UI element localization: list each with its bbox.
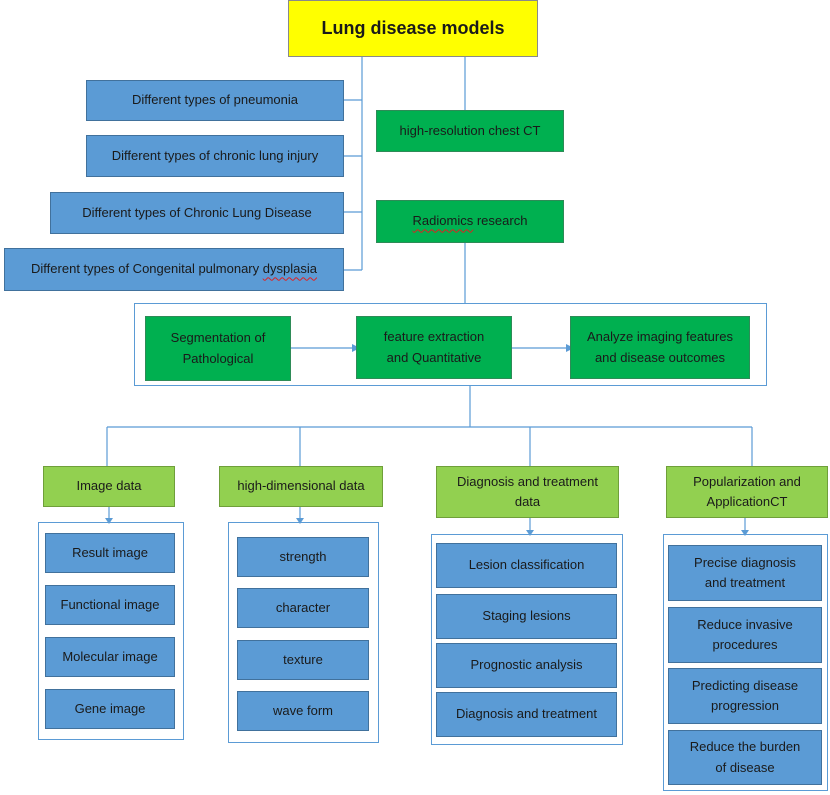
category-label: data: [514, 494, 541, 509]
item-label: Gene image: [74, 700, 146, 716]
process-line: Analyze imaging features: [587, 329, 733, 345]
item-predicting-progression: Predicting disease progression: [668, 668, 822, 724]
category-popularization: Popularization and ApplicationCT: [666, 466, 828, 518]
item-strength: strength: [237, 537, 369, 577]
process-line: and disease outcomes: [594, 349, 726, 365]
item-prognostic-analysis: Prognostic analysis: [436, 643, 617, 688]
process-step-segmentation: Segmentation of Pathological: [145, 316, 291, 381]
item-wave-form: wave form: [237, 691, 369, 731]
type-label: Different types of pneumonia: [132, 92, 298, 108]
type-box-pneumonia: Different types of pneumonia: [86, 80, 344, 121]
items-frame-popularization: [663, 534, 828, 791]
item-label: character: [275, 599, 331, 615]
category-image-data: Image data: [43, 466, 175, 507]
item-label: texture: [283, 651, 323, 667]
category-label: Popularization and: [693, 473, 801, 489]
item-molecular-image: Molecular image: [45, 637, 175, 677]
type-box-chronic-lung-injury: Different types of chronic lung injury: [86, 135, 344, 177]
item-functional-image: Functional image: [45, 585, 175, 625]
process-line: and Quantitative: [386, 349, 482, 365]
type-box-chronic-lung-disease: Different types of Chronic Lung Disease: [50, 192, 344, 234]
items-frame-high-dimensional: [228, 522, 379, 743]
item-label: Functional image: [60, 596, 160, 612]
process-line: feature extraction: [383, 329, 485, 345]
step-label: Radiomics research: [412, 213, 528, 229]
category-label: ApplicationCT: [706, 494, 788, 509]
item-staging-lesions: Staging lesions: [436, 594, 617, 639]
item-reduce-invasive: Reduce invasive procedures: [668, 607, 822, 663]
category-high-dimensional-data: high-dimensional data: [219, 466, 383, 507]
item-character: character: [237, 588, 369, 628]
item-label: Diagnosis and treatment: [456, 706, 597, 722]
step-box-chest-ct: high-resolution chest CT: [376, 110, 564, 152]
item-lesion-classification: Lesion classification: [436, 543, 617, 588]
item-label: wave form: [273, 702, 333, 718]
step-label: high-resolution chest CT: [399, 122, 541, 138]
item-precise-diagnosis: Precise diagnosis and treatment: [668, 545, 822, 601]
item-label: Lesion classification: [468, 557, 585, 573]
type-label: Different types of chronic lung injury: [111, 147, 319, 163]
type-box-congenital-dysplasia: Different types of Congenital pulmonary …: [4, 248, 344, 291]
process-step-extraction: feature extraction and Quantitative: [356, 316, 512, 379]
item-result-image: Result image: [45, 533, 175, 573]
item-label: Staging lesions: [482, 608, 571, 624]
process-step-analysis: Analyze imaging features and disease out…: [570, 316, 750, 379]
process-frame: [134, 303, 767, 386]
item-label: Result image: [72, 544, 148, 560]
item-reduce-burden: Reduce the burden of disease: [668, 730, 822, 785]
item-label: strength: [279, 548, 327, 564]
item-line: Reduce invasive: [697, 616, 793, 632]
type-label: Different types of Chronic Lung Disease: [82, 204, 312, 220]
item-line: Reduce the burden: [689, 739, 801, 755]
category-label: high-dimensional data: [237, 478, 365, 494]
item-diagnosis-and-treatment: Diagnosis and treatment: [436, 692, 617, 737]
item-label: Prognostic analysis: [470, 657, 583, 673]
category-diagnosis-treatment-data: Diagnosis and treatment data: [436, 466, 619, 518]
item-line: of disease: [715, 759, 775, 775]
process-line: Segmentation of: [170, 330, 266, 346]
category-label: Image data: [76, 478, 142, 494]
item-line: progression: [711, 698, 779, 713]
item-label: Molecular image: [62, 648, 158, 664]
diagram-title: Lung disease models: [321, 17, 505, 38]
type-label: Different types of Congenital pulmonary …: [31, 261, 317, 277]
item-line: Precise diagnosis: [694, 554, 796, 570]
item-line: procedures: [712, 637, 778, 652]
items-frame-image-data: [38, 522, 184, 740]
items-frame-diagnosis: [431, 534, 623, 745]
step-box-radiomics: Radiomics research: [376, 200, 564, 243]
category-label: Diagnosis and treatment: [457, 473, 598, 489]
item-line: and treatment: [704, 575, 786, 590]
process-line: Pathological: [182, 350, 254, 366]
item-line: Predicting disease: [691, 677, 799, 693]
item-texture: texture: [237, 640, 369, 680]
item-gene-image: Gene image: [45, 689, 175, 729]
title-box: Lung disease models: [288, 0, 538, 57]
